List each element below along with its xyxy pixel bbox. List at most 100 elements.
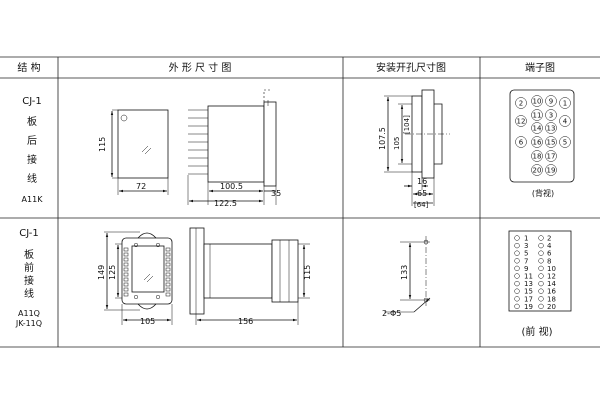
row2-outline-drawing: 149 125 105 115 156 [97, 227, 312, 326]
terminal-number: 11 [533, 112, 542, 120]
row1-cut-107-5: 107.5 [378, 127, 387, 150]
row1-dim-72: 72 [136, 182, 146, 191]
row1-mount-2: 后 [27, 135, 37, 147]
terminal-pin [123, 282, 129, 287]
terminal-number: 13 [547, 125, 556, 133]
header-structure: 结 构 [17, 61, 40, 74]
terminal-circle [545, 150, 557, 162]
table-grid [0, 56, 600, 348]
terminal-number: 18 [533, 153, 542, 161]
terminal-pin [165, 257, 171, 262]
terminal-number: 18 [547, 295, 556, 303]
terminal-circle [514, 303, 520, 310]
terminal-circle [538, 296, 544, 302]
terminal-circle [531, 150, 543, 162]
row1-cut-16: 16 [417, 177, 427, 186]
terminal-circle [514, 235, 520, 241]
terminal-circle [514, 288, 520, 294]
terminal-pin [165, 267, 171, 272]
terminal-pin [165, 287, 171, 292]
row2-code-2: JK-11Q [15, 319, 42, 328]
terminal-number: 11 [524, 273, 533, 281]
row2-dim-115: 115 [303, 265, 312, 280]
terminal-number: 12 [517, 118, 526, 126]
terminal-number: 5 [524, 250, 528, 258]
terminal-circle [538, 273, 544, 279]
terminal-circle [545, 122, 557, 134]
terminal-circle [538, 265, 544, 272]
terminal-pin [165, 262, 171, 267]
terminal-number: 1 [563, 100, 567, 108]
terminal-number: 14 [533, 125, 542, 133]
row1-outline-drawing: 115 72 100.5 35 122.5 [98, 89, 281, 208]
terminal-circle [559, 115, 571, 127]
terminal-circle [538, 258, 544, 264]
terminal-number: 2 [547, 235, 551, 243]
terminal-circle [514, 273, 520, 279]
terminal-pin [165, 247, 171, 252]
terminal-number: 12 [547, 273, 556, 281]
row1-dim-122-5: 122.5 [214, 199, 237, 208]
row2-mount-2: 前 [24, 261, 34, 274]
row2-code-1: A11Q [18, 309, 40, 318]
terminal-number: 16 [533, 139, 542, 147]
terminal-number: 10 [547, 265, 556, 273]
row1-model: CJ-1 [22, 96, 42, 107]
terminal-pin [165, 292, 171, 297]
terminal-number: 3 [549, 112, 553, 120]
terminal-circle [514, 250, 520, 256]
terminal-pin [165, 272, 171, 277]
terminal-circle [515, 97, 527, 109]
terminal-circle [515, 115, 527, 127]
terminal-number: 9 [549, 98, 553, 106]
terminal-number: 4 [563, 118, 568, 126]
terminal-number: 3 [524, 242, 528, 250]
terminal-number: 15 [547, 139, 556, 147]
terminal-circle [531, 109, 543, 121]
header-outline-dimensions: 外 形 尺 寸 图 [169, 61, 232, 74]
row1-mount-3: 接 [27, 153, 37, 166]
terminal-number: 19 [547, 167, 556, 175]
terminal-number: 1 [524, 235, 528, 243]
terminal-number: 10 [533, 98, 542, 106]
terminal-number: 14 [547, 280, 556, 288]
row1-dim-100-5: 100.5 [220, 182, 243, 191]
row1-mount-1: 板 [27, 115, 37, 128]
row2-dim-156: 156 [238, 317, 253, 326]
row1-cutout-drawing: 107.5 105 [104] 16 65 [64] [378, 89, 450, 209]
row1-structure: CJ-1 板 后 接 线 A11K [22, 96, 44, 204]
row2-cutout-drawing: 133 2-Φ5 [382, 236, 431, 318]
terminal-pin [165, 282, 171, 287]
row2-cut-133: 133 [400, 265, 409, 280]
terminal-number: 5 [563, 139, 567, 147]
header-cutout-dimensions: 安装开孔尺寸图 [376, 61, 446, 74]
terminal-circle [538, 280, 544, 287]
terminal-circle [514, 258, 520, 264]
terminal-pin [123, 292, 129, 297]
row2-terminal-caption: (前 视) [522, 325, 553, 338]
terminal-pin [123, 267, 129, 272]
terminal-circle [559, 136, 571, 148]
terminal-circle [514, 242, 520, 249]
terminal-circle [545, 109, 557, 121]
terminal-circle [559, 97, 571, 109]
terminal-number: 19 [524, 303, 533, 311]
terminal-number: 4 [547, 242, 552, 250]
terminal-number: 7 [524, 257, 528, 265]
terminal-circle [545, 136, 557, 148]
terminal-circle [514, 265, 520, 272]
terminal-number: 2 [519, 100, 523, 108]
terminal-circle [538, 242, 544, 249]
terminal-circle [538, 235, 544, 241]
terminal-number: 9 [524, 265, 528, 273]
terminal-circle [515, 136, 527, 148]
row2-dim-149: 149 [97, 265, 106, 280]
terminal-circle [538, 303, 544, 310]
row1-cut-64: [64] [414, 201, 429, 209]
row2-mount-3: 接 [24, 274, 34, 287]
terminal-circle [531, 164, 543, 176]
terminal-number: 15 [524, 288, 533, 296]
terminal-number: 13 [524, 280, 533, 288]
terminal-pin [123, 287, 129, 292]
